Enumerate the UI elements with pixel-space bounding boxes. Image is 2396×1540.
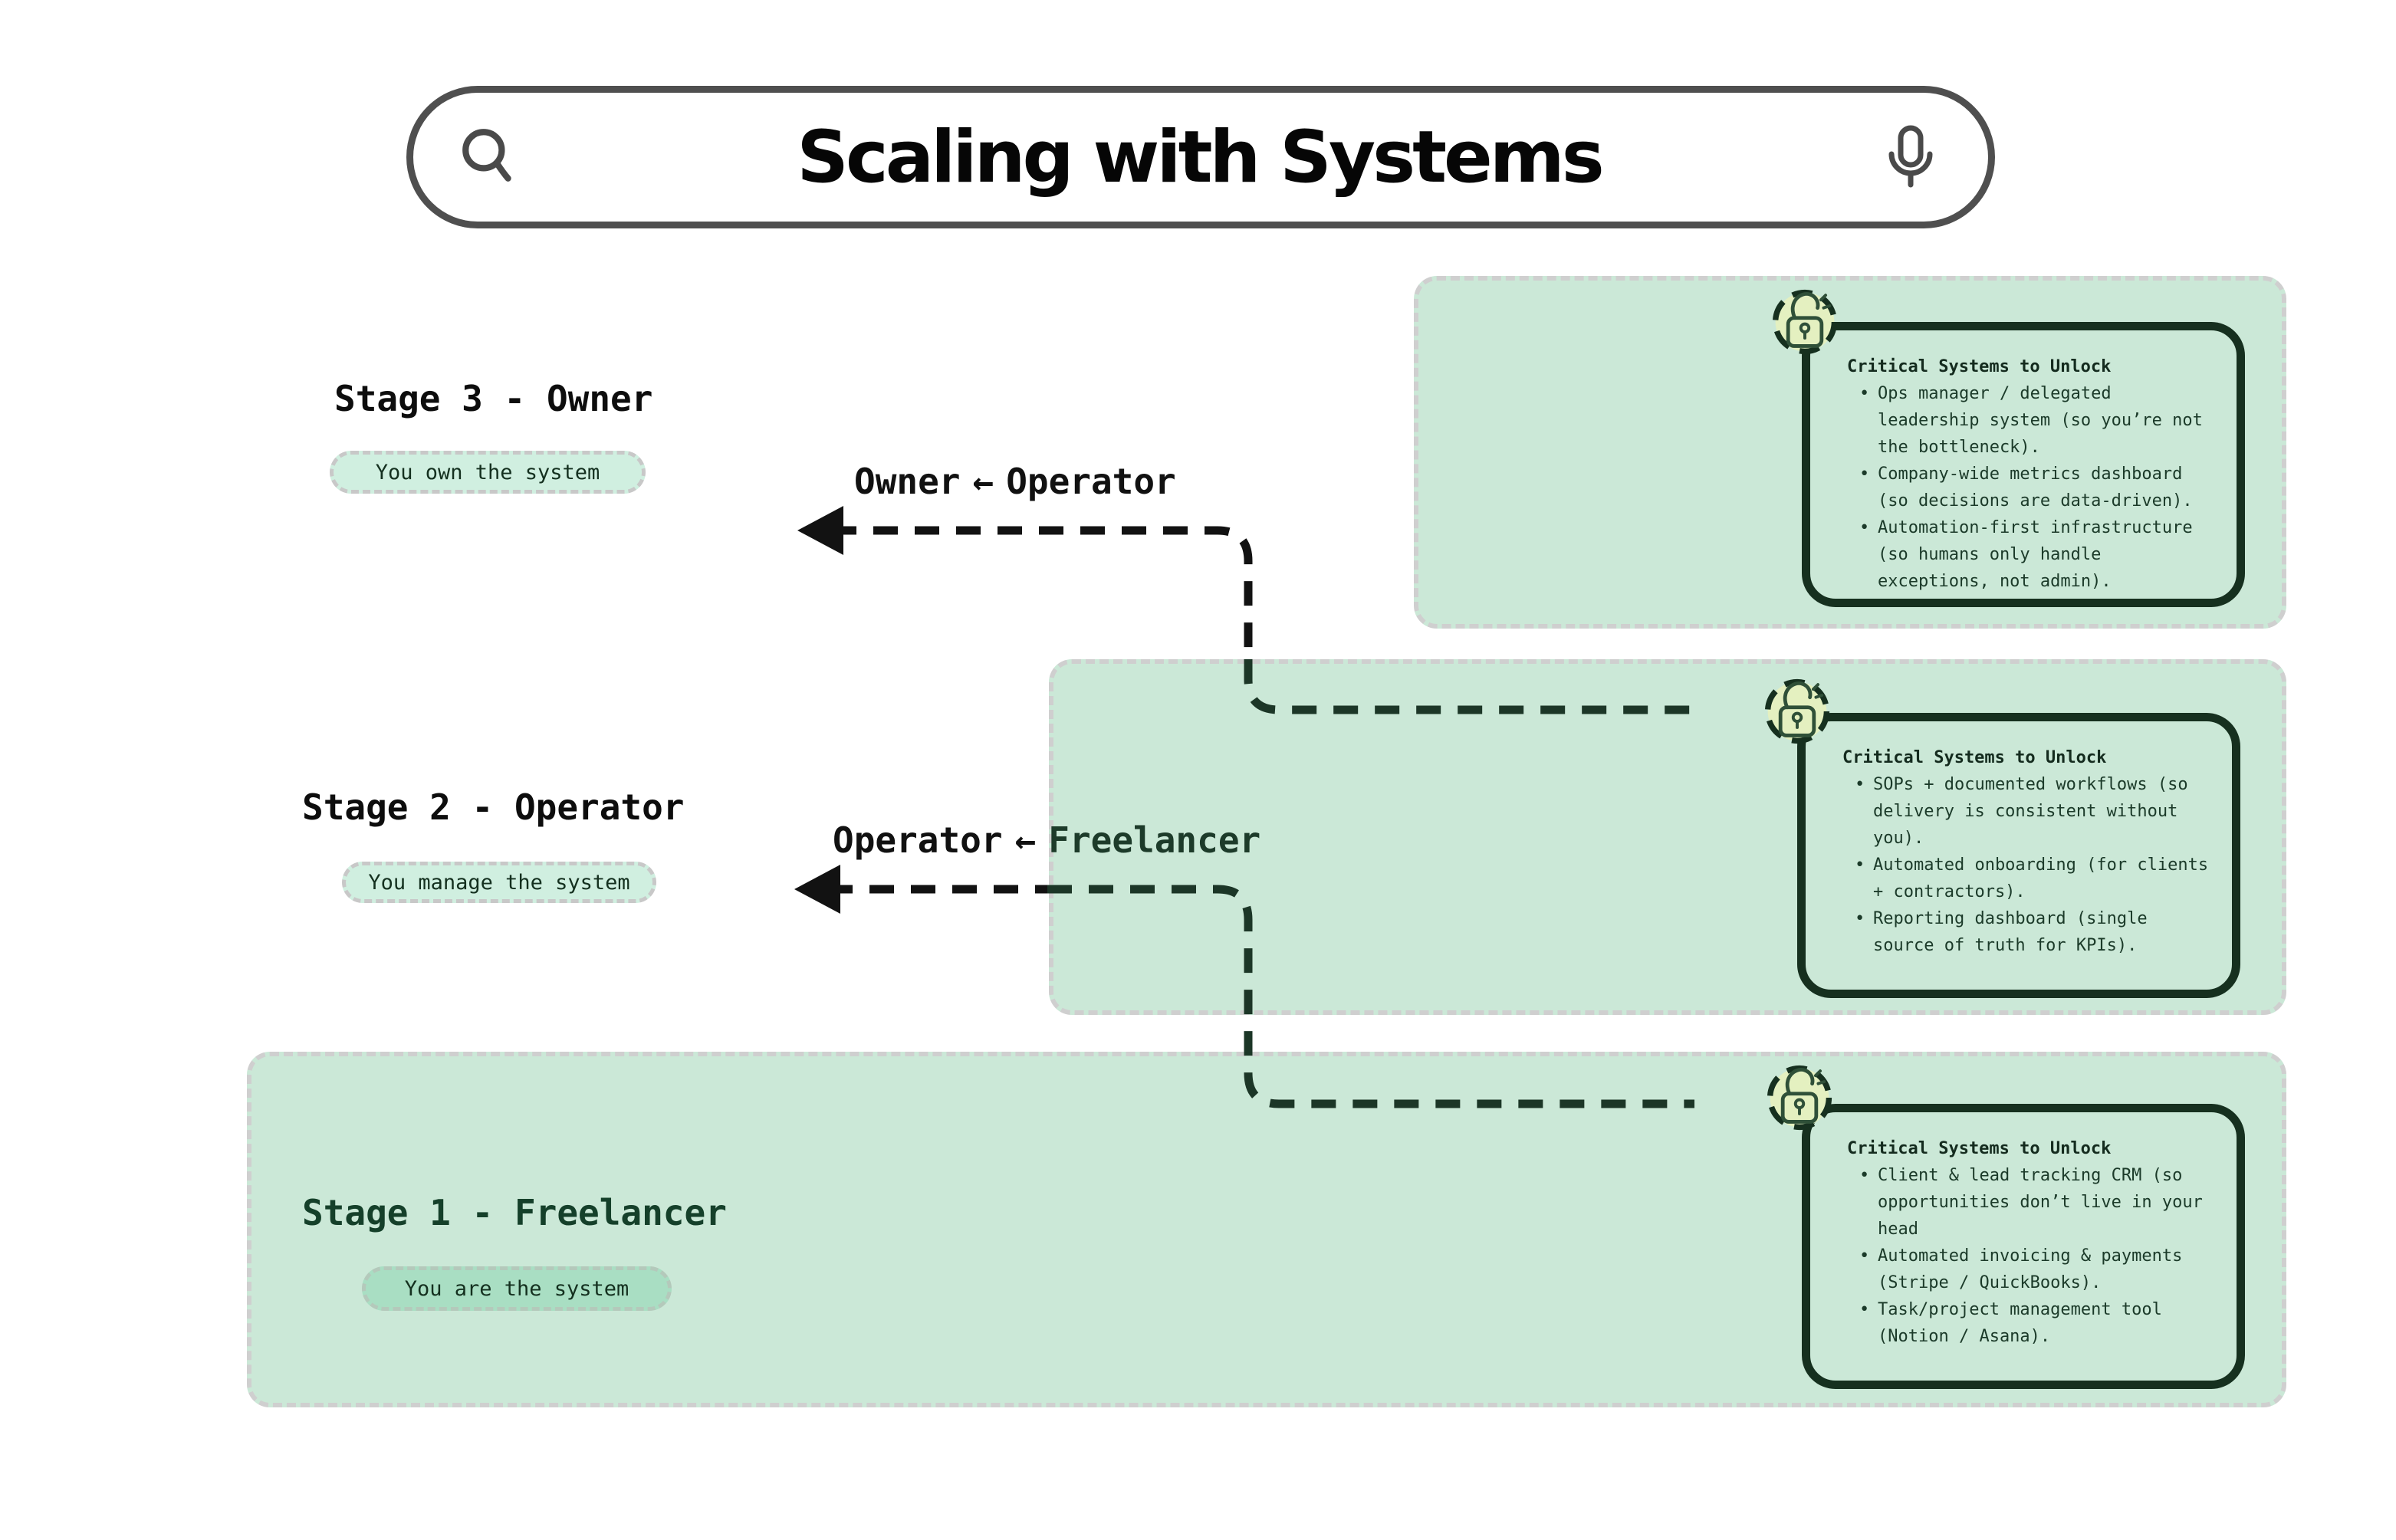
transition-right-word: Freelancer — [1048, 819, 1261, 861]
unlock-icon — [1763, 1061, 1836, 1134]
left-arrow-glyph: ← — [972, 461, 994, 502]
transition-left-word: Owner — [854, 461, 961, 502]
connector-operator-freelancer-lower — [1047, 885, 1694, 1108]
stage-2-heading: Stage 2 - Operator — [302, 786, 685, 828]
stage-1-heading: Stage 1 - Freelancer — [302, 1192, 727, 1233]
callout-heading: Critical Systems to Unlock — [1847, 357, 2112, 376]
stage-1-pill: You are the system — [362, 1266, 672, 1311]
stage-3-heading: Stage 3 - Owner — [334, 378, 653, 419]
transition-label-owner-operator: Owner ← Operator — [854, 458, 1176, 504]
callout-bullet: Automation-first infrastructure (so huma… — [1858, 514, 2221, 595]
callout-bullet-list: SOPs + documented workflows (so delivery… — [1842, 771, 2217, 959]
left-arrow-glyph: ← — [1014, 819, 1037, 861]
stage-2-callout: Critical Systems to Unlock SOPs + docume… — [1797, 713, 2240, 998]
callout-bullet: Automated onboarding (for clients + cont… — [1853, 852, 2217, 905]
page-title: Scaling with Systems — [797, 115, 1604, 199]
callout-bullet: Company-wide metrics dashboard (so decis… — [1858, 461, 2221, 514]
callout-bullet: Automated invoicing & payments (Stripe /… — [1858, 1243, 2221, 1296]
stage-1-callout: Critical Systems to Unlock Client & lead… — [1802, 1104, 2245, 1389]
unlock-icon — [1768, 285, 1842, 359]
arrowhead-operator-freelancer — [794, 865, 840, 914]
transition-left-word: Operator — [833, 819, 1003, 861]
search-icon[interactable] — [458, 124, 521, 190]
callout-bullet: SOPs + documented workflows (so delivery… — [1853, 771, 2217, 852]
callout-bullet-list: Client & lead tracking CRM (so opportuni… — [1847, 1162, 2221, 1350]
microphone-icon[interactable] — [1878, 120, 1944, 194]
callout-heading: Critical Systems to Unlock — [1842, 748, 2107, 767]
callout-heading: Critical Systems to Unlock — [1847, 1139, 2112, 1158]
callout-bullet: Task/project management tool (Notion / A… — [1858, 1296, 2221, 1350]
transition-right-word: Operator — [1006, 461, 1176, 502]
search-bar[interactable]: Scaling with Systems — [406, 86, 1995, 228]
callout-bullet: Ops manager / delegated leadership syste… — [1858, 380, 2221, 461]
arrowhead-owner-operator — [797, 506, 843, 555]
stage-3-callout: Critical Systems to Unlock Ops manager /… — [1802, 322, 2245, 607]
connector-owner-operator-lower — [1244, 659, 1698, 714]
unlock-icon — [1760, 675, 1834, 748]
stage-3-pill: You own the system — [330, 451, 646, 494]
stage-2-pill: You manage the system — [342, 862, 656, 903]
callout-bullet: Client & lead tracking CRM (so opportuni… — [1858, 1162, 2221, 1243]
callout-bullet: Reporting dashboard (single source of tr… — [1853, 905, 2217, 959]
transition-label-operator-freelancer: Operator ← Freelancer — [833, 817, 1260, 863]
callout-bullet-list: Ops manager / delegated leadership syste… — [1847, 380, 2221, 595]
connector-owner-operator-upper — [832, 526, 1253, 659]
